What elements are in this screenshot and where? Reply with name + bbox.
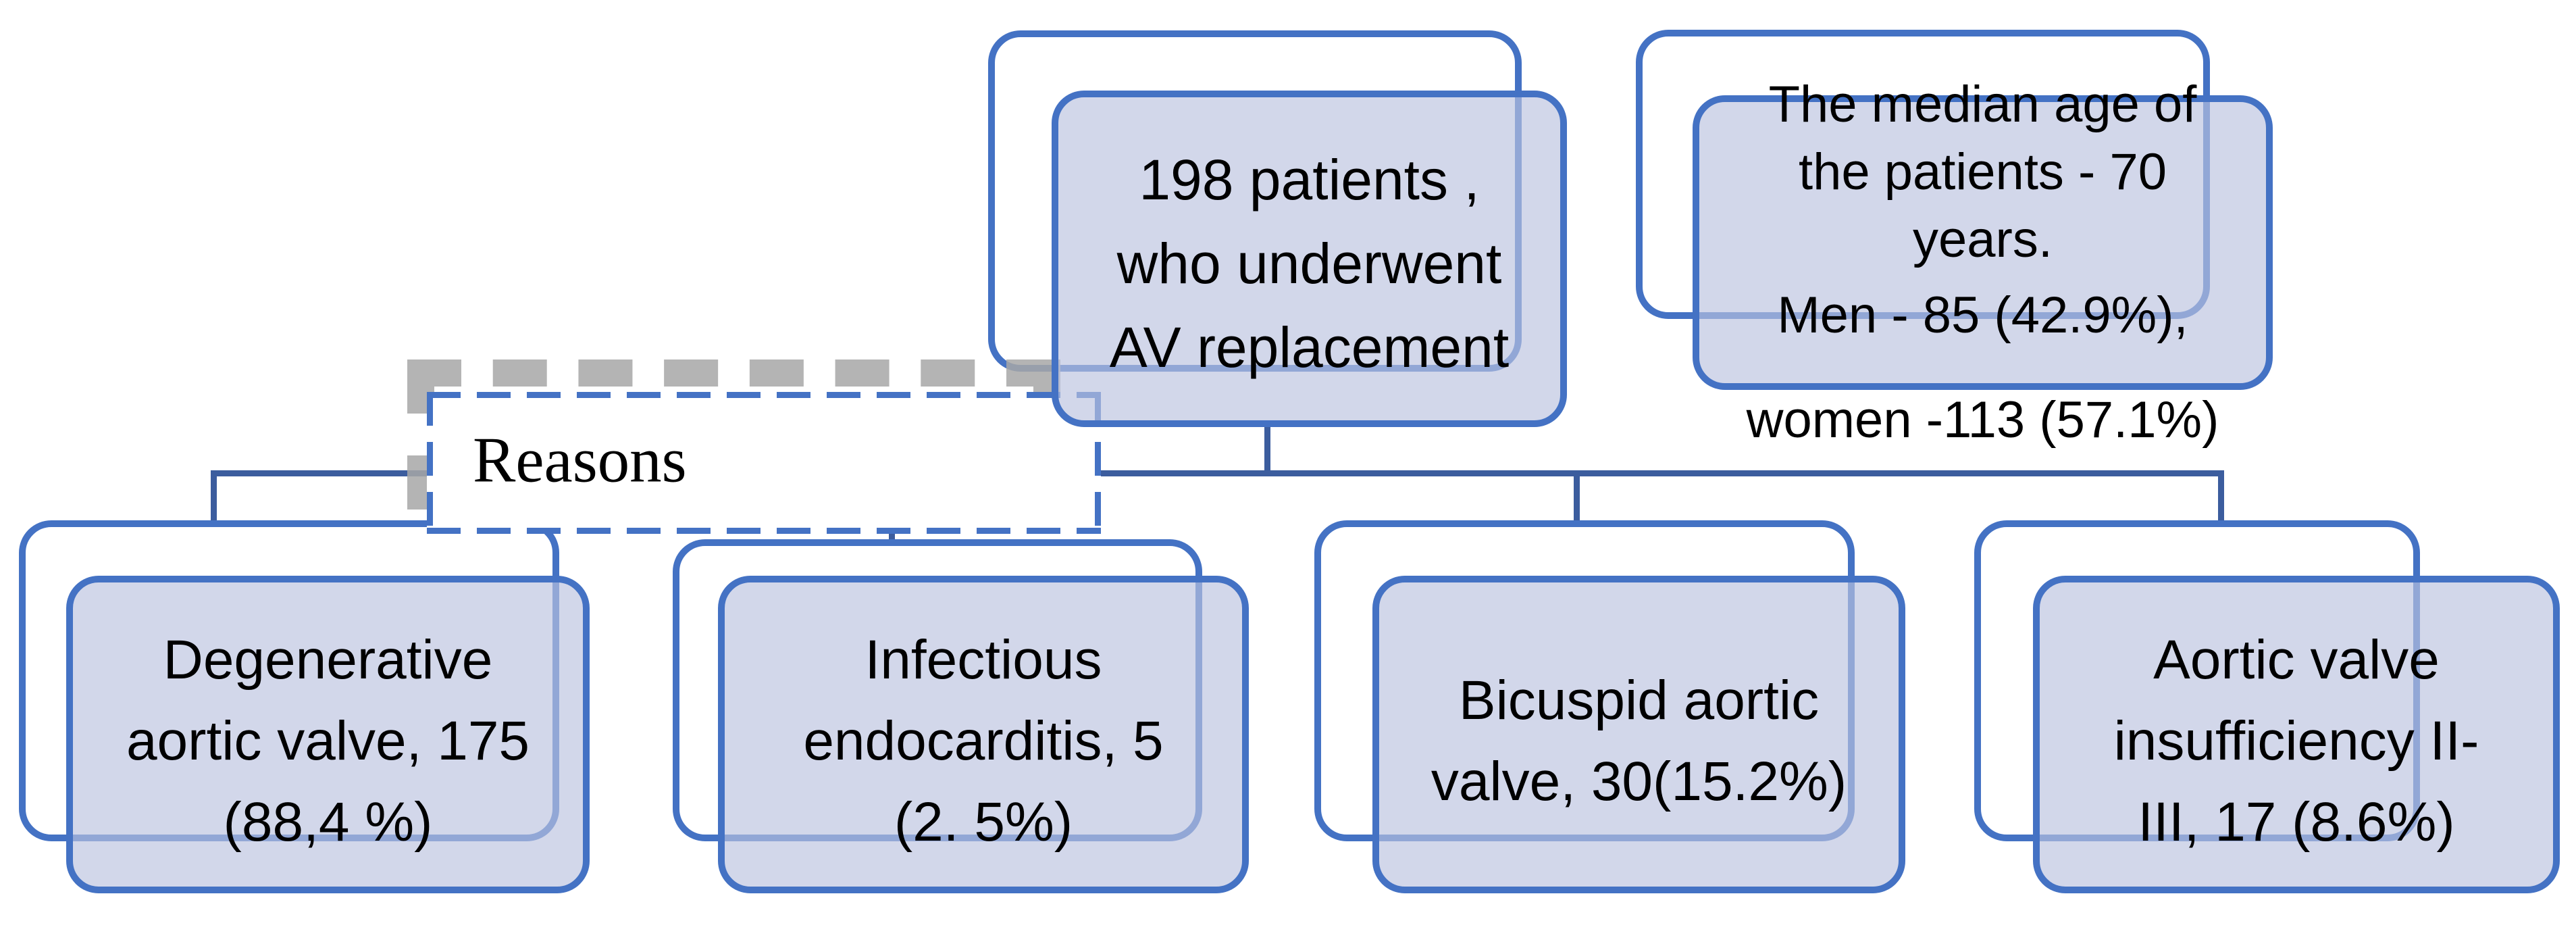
- bicuspid-line: valve, 30(15.2%): [1431, 751, 1847, 812]
- patients-line: who underwent: [1116, 232, 1502, 295]
- demographics-line: years.: [1913, 211, 2053, 268]
- patients-line: AV replacement: [1109, 316, 1510, 379]
- connector-bus-line: [213, 470, 2224, 476]
- demographics-node: The median age of the patients - 70 year…: [1693, 76, 2273, 449]
- reasons-box: Reasons: [427, 392, 1101, 534]
- reasons-border-right: [1095, 392, 1101, 534]
- demographics-line: Men - 85 (42.9%),: [1777, 287, 2188, 344]
- patients-label: 198 patients , who underwent AV replacem…: [1058, 138, 1560, 389]
- insufficiency-line: insufficiency II-: [2113, 710, 2479, 772]
- infectious-label: Infectious endocarditis, 5 (2. 5%): [725, 620, 1242, 863]
- demographics-label: The median age of the patients - 70 year…: [1699, 71, 2266, 454]
- infectious-line: endocarditis, 5: [803, 710, 1164, 772]
- bicuspid-node: Bicuspid aortic valve, 30(15.2%): [1372, 576, 1905, 893]
- connector-drop-insufficiency: [2218, 470, 2224, 530]
- insufficiency-line: III, 17 (8.6%): [2138, 791, 2455, 853]
- degenerative-line: (88,4 %): [223, 791, 433, 853]
- connector-drop-degenerative: [211, 470, 217, 530]
- degenerative-line: Degenerative: [163, 629, 493, 691]
- reasons-label: Reasons: [473, 424, 687, 496]
- connector-drop-bicuspid: [1574, 470, 1580, 530]
- infectious-node: Infectious endocarditis, 5 (2. 5%): [718, 576, 1249, 893]
- reasons-border-bottom: [427, 528, 1101, 534]
- degenerative-node: Degenerative aortic valve, 175 (88,4 %): [66, 576, 590, 893]
- infectious-line: (2. 5%): [894, 791, 1073, 853]
- demographics-line: women -113 (57.1%): [1746, 391, 2219, 449]
- reasons-border-left: [427, 392, 433, 534]
- reasons-border-top: [427, 392, 1101, 398]
- demographics-line: The median age of: [1768, 76, 2197, 133]
- insufficiency-line: Aortic valve: [2153, 629, 2440, 691]
- insufficiency-node: Aortic valve insufficiency II- III, 17 (…: [2033, 576, 2560, 893]
- patients-line: 198 patients ,: [1139, 148, 1480, 212]
- connector-stub-patients: [1264, 420, 1270, 474]
- bicuspid-label: Bicuspid aortic valve, 30(15.2%): [1379, 660, 1899, 822]
- patients-node: 198 patients , who underwent AV replacem…: [1052, 91, 1567, 427]
- insufficiency-label: Aortic valve insufficiency II- III, 17 (…: [2040, 620, 2553, 863]
- degenerative-line: aortic valve, 175: [126, 710, 530, 772]
- infectious-line: Infectious: [865, 629, 1102, 691]
- demographics-line: the patients - 70: [1798, 143, 2167, 201]
- bicuspid-line: Bicuspid aortic: [1458, 670, 1820, 731]
- degenerative-label: Degenerative aortic valve, 175 (88,4 %): [73, 620, 583, 863]
